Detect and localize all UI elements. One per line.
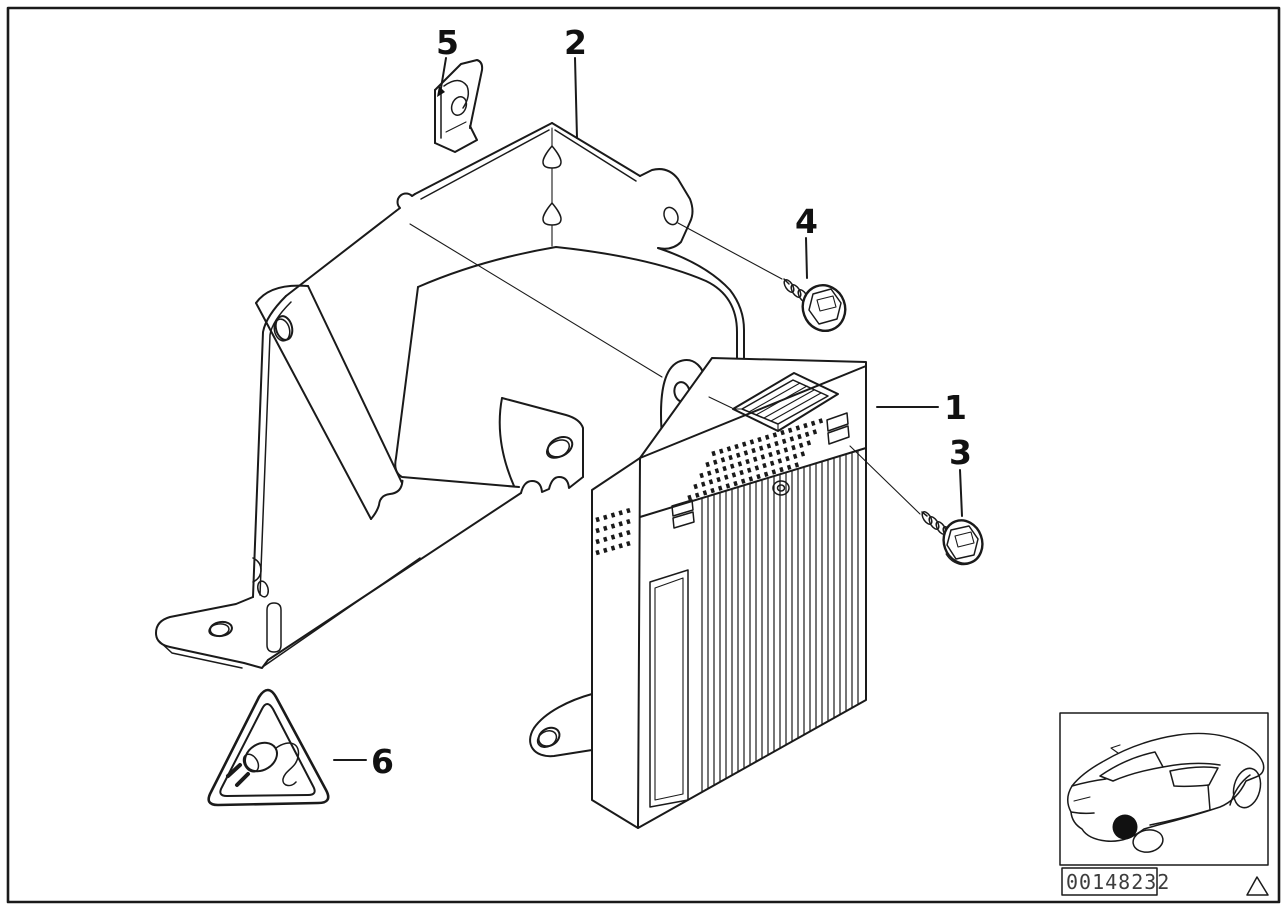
callouts: 1 2 3 4 5 6: [333, 23, 972, 781]
registration-triangle-icon: [1246, 876, 1269, 896]
warning-triangle-icon: [207, 688, 330, 807]
callout-2-leader: [574, 57, 578, 139]
callout-1-label: 1: [944, 388, 967, 427]
callout-5-label: 5: [436, 23, 459, 62]
clip-icon: [434, 59, 484, 153]
callout-4-leader: [805, 237, 808, 279]
amplifier-icon: [591, 357, 867, 829]
callout-5-leader: [440, 57, 447, 89]
bracket-icon: [155, 122, 745, 669]
plug-icon: [226, 741, 300, 787]
location-dot: [1112, 814, 1138, 840]
callout-3-label: 3: [949, 433, 972, 472]
image-number-box: [1061, 867, 1158, 896]
image-number: 00148232: [1066, 870, 1170, 894]
alignment-pins-icon: [542, 127, 562, 247]
callout-2-label: 2: [564, 23, 587, 62]
assembly-lines: [677, 222, 921, 515]
callout-4-label: 4: [795, 202, 818, 241]
car-location-inset: 00148232: [1059, 712, 1269, 896]
inset-frame: [1059, 712, 1269, 866]
screw-4-icon: [783, 278, 847, 332]
screw-3-icon: [921, 511, 984, 566]
car-icon: [1067, 732, 1265, 853]
page-border: [6, 6, 1281, 904]
callout-6-label: 6: [371, 742, 394, 781]
callout-3-leader: [959, 469, 963, 517]
assembly-axis-line: [409, 223, 663, 378]
callout-5-arrowhead: [437, 86, 445, 97]
